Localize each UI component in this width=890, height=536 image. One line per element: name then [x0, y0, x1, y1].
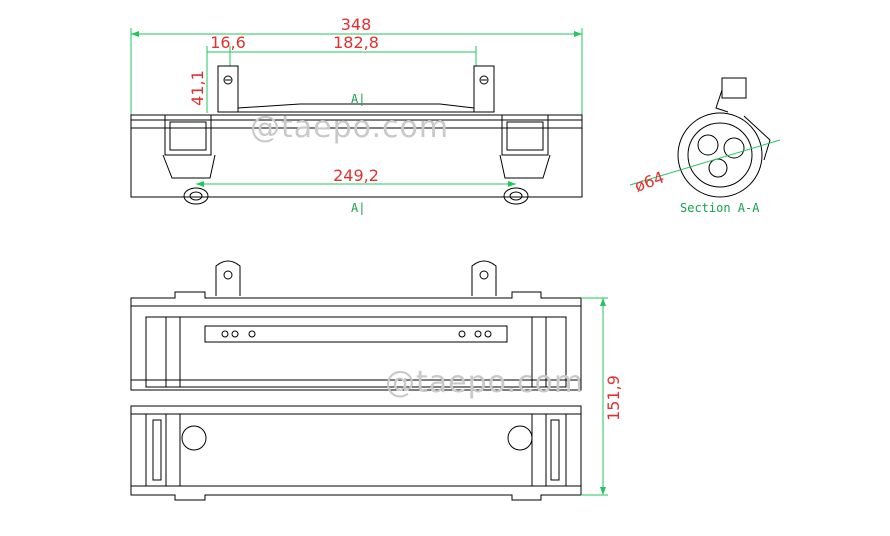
dimension-diameter-label: ø64	[632, 168, 667, 196]
front-view: 348 16,6 182,8 41,1	[130, 15, 583, 215]
dimension-handle-height: 41,1	[188, 66, 208, 113]
section-view: ø64 Section A-A	[629, 77, 781, 215]
dimension-348-label: 348	[341, 15, 372, 34]
dimension-16-6-label: 16,6	[210, 33, 246, 52]
dimension-handle: 16,6 182,8	[206, 33, 477, 113]
watermark-bottom: @taepo.com	[385, 365, 584, 400]
section-mark-bottom: A|	[351, 201, 365, 215]
dimension-151-9-label: 151,9	[604, 375, 623, 421]
dimension-overall-length: 348	[130, 15, 583, 118]
latch-right	[499, 114, 551, 205]
section-caption: Section A-A	[680, 201, 760, 215]
plan-hinge-right	[471, 260, 497, 296]
plan-hinge-left	[215, 260, 241, 296]
latch-left	[162, 114, 216, 205]
dimension-249-2-label: 249,2	[333, 166, 379, 185]
watermark-top: @taepo.com	[250, 110, 449, 145]
handle-hinge-left	[217, 65, 239, 113]
dimension-latch-span: 249,2	[196, 166, 516, 187]
dimension-41-1-label: 41,1	[188, 70, 207, 106]
handle-hinge-right	[473, 65, 495, 113]
dimension-182-8-label: 182,8	[333, 33, 379, 52]
dimension-side-height: 151,9	[581, 297, 623, 496]
section-mark-top: A|	[351, 92, 365, 106]
plan-view: 151,9	[130, 260, 623, 501]
